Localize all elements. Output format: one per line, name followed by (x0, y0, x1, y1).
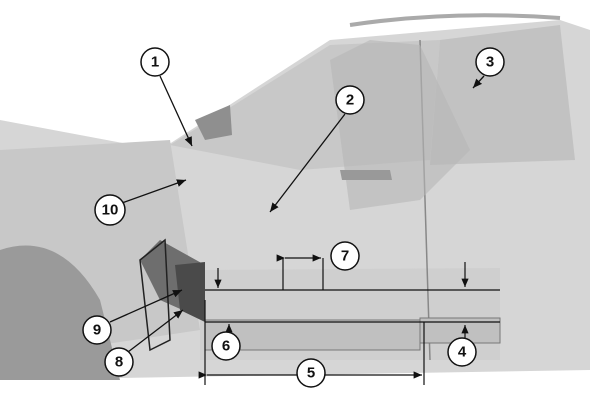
callout-1: 1 (140, 47, 170, 77)
svg-text:6: 6 (222, 338, 230, 355)
callout-4: 4 (447, 337, 477, 367)
callout-9: 9 (82, 315, 112, 345)
svg-text:1: 1 (151, 54, 159, 71)
svg-text:7: 7 (341, 248, 349, 265)
svg-text:10: 10 (102, 202, 119, 219)
svg-text:4: 4 (458, 344, 467, 361)
dimension-lines (198, 254, 500, 385)
svg-text:3: 3 (486, 54, 494, 71)
callout-10: 10 (94, 194, 126, 226)
callout-8: 8 (104, 347, 134, 377)
callout-6: 6 (211, 331, 241, 361)
callout-2: 2 (335, 85, 365, 115)
svg-text:9: 9 (93, 322, 101, 339)
leader-lines (109, 75, 485, 353)
svg-text:5: 5 (307, 365, 315, 382)
svg-text:8: 8 (115, 354, 123, 371)
callout-5: 5 (296, 358, 326, 388)
callout-3: 3 (475, 47, 505, 77)
callout-7: 7 (330, 241, 360, 271)
svg-text:2: 2 (346, 92, 354, 109)
